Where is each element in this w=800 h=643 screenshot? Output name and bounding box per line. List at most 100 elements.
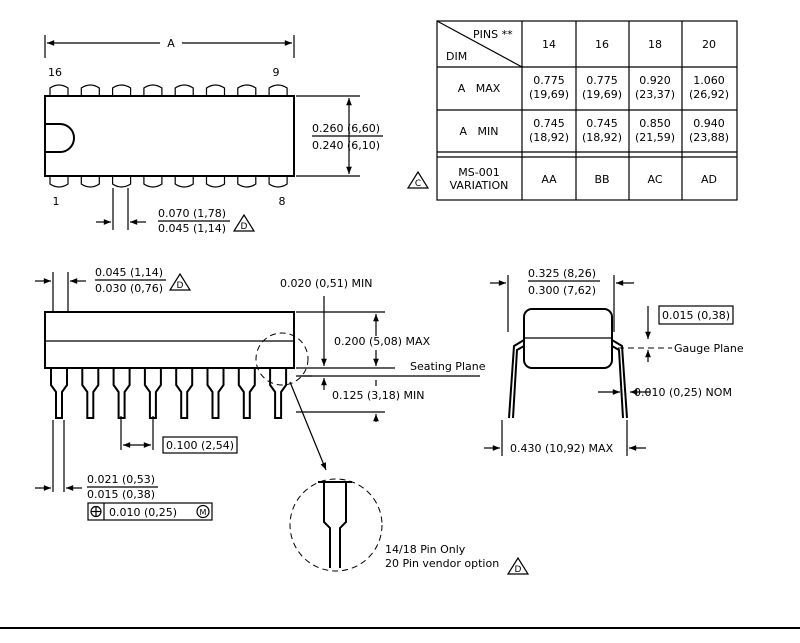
row-max-text: 0.325 (8,26) [528,267,596,280]
pin-lower [174,176,194,188]
note-d-label: D [241,222,248,232]
pin-lower [112,176,132,188]
lead-max-text: 0.045 (1,14) [95,266,163,279]
pin1-notch [45,123,75,153]
tolerance-frame [87,502,213,521]
end-view: 0.325 (8,26) 0.300 (7,62) 0.015 (0,38) G… [484,267,744,456]
package-body-top [44,95,295,177]
note-d-side-label: D [177,281,184,291]
detail-note-label: D [515,565,522,575]
lead-w-max-text: 0.021 (0,53) [87,473,155,486]
cell: 0.775 [533,74,565,87]
table-diagonal [436,20,523,68]
table-col-14: 14 [542,38,556,51]
detail-line2: 20 Pin vendor option [385,557,499,570]
standoff-text: 0.020 (0,51) MIN [280,277,373,290]
detail-circle-large [289,478,383,572]
row-a-max-label: A MAX [458,82,501,95]
cell: (23,37) [635,88,675,101]
pitch-text: 0.100 (2,54) [166,439,234,452]
pin-upper [49,84,69,96]
row-a-min-label: A MIN [460,125,499,138]
cell: AA [541,173,557,186]
gauge-dim-text: 0.015 (0,38) [662,309,730,322]
pin-lower [237,176,257,188]
side-view: 0.045 (1,14) 0.030 (0,76) D 0.020 (0,51)… [35,266,530,575]
side-lead [81,368,100,419]
overall-text: 0.430 (10,92) MAX [510,442,614,455]
pin-upper [112,84,132,96]
pin-lower [268,176,288,188]
table-header-pins: PINS ** [473,28,513,41]
row-ms-label: MS-001 [458,166,499,179]
detail-lead [323,482,347,568]
detail-circle-small [255,332,309,386]
side-lead [112,368,131,419]
cell: (19,69) [582,88,622,101]
cell: AC [647,173,662,186]
cell: (18,92) [529,131,569,144]
pin-lower [49,176,69,188]
lead-w-min-text: 0.015 (0,38) [87,488,155,501]
cell: BB [594,173,609,186]
dim-a-label: A [167,37,175,50]
cell: 0.745 [533,117,565,130]
top-pins-lower [49,176,288,188]
side-lead [143,368,162,419]
side-lead [206,368,225,419]
table-header-dim: DIM [446,50,467,63]
side-lead [175,368,194,419]
tolerance-mod: M [200,508,207,517]
table-col-18: 18 [648,38,662,51]
cell: 0.745 [586,117,618,130]
pin-upper [205,84,226,96]
end-lead-left [508,339,525,419]
tolerance-text: 0.010 (0,25) [109,506,177,519]
cell: 0.850 [639,117,671,130]
pin-9-label: 9 [273,66,280,79]
cell: 0.775 [586,74,618,87]
pin-upper [80,84,100,96]
side-lead [269,368,288,419]
side-lead [50,368,68,419]
row-variation-label: VARIATION [450,179,509,192]
cell: (19,69) [529,88,569,101]
note-d-triangle [232,213,256,232]
dimension-table: PINS ** DIM 14 16 18 20 A MAX A MIN MS-0… [406,20,738,201]
cell: (18,92) [582,131,622,144]
pitch-max-text: 0.070 (1,78) [158,207,226,220]
top-pins-upper [49,84,288,96]
cell: 0.920 [639,74,671,87]
pin-upper [143,84,163,96]
pin-upper [174,84,194,96]
pin-lower [143,176,163,188]
pin-lower [80,176,100,188]
row-min-text: 0.300 (7,62) [528,284,596,297]
pin-1-label: 1 [53,195,60,208]
table-col-20: 20 [702,38,716,51]
pin-lower [205,176,226,188]
gauge-dim-box [658,305,734,325]
gauge-plane-text: Gauge Plane [674,342,744,355]
top-view: A 16 9 1 8 0.260 (6,60) 0.240 (6,10) 0.0… [44,35,383,235]
cell: 1.060 [693,74,725,87]
pitch-min-text: 0.045 (1,14) [158,222,226,235]
pin-8-label: 8 [279,195,286,208]
cell: (26,92) [689,88,729,101]
pin-upper [237,84,257,96]
seating-plane-text: Seating Plane [410,360,486,373]
note-c-triangle [406,170,430,189]
package-body-side [44,311,295,369]
note-c-label: C [415,179,421,189]
pin-upper [268,84,288,96]
lead-thk-text: 0.010 (0,25) NOM [634,386,732,399]
cell: (21,59) [635,131,675,144]
lead-min-text: 0.030 (0,76) [95,282,163,295]
end-lead-right [611,339,628,419]
cell: 0.940 [693,117,725,130]
lead-len-text: 0.125 (3,18) MIN [332,389,425,402]
detail-line1: 14/18 Pin Only [385,543,466,556]
side-lead [237,368,256,419]
width-max-text: 0.260 (6,60) [312,122,380,135]
height-text: 0.200 (5,08) MAX [334,335,431,348]
